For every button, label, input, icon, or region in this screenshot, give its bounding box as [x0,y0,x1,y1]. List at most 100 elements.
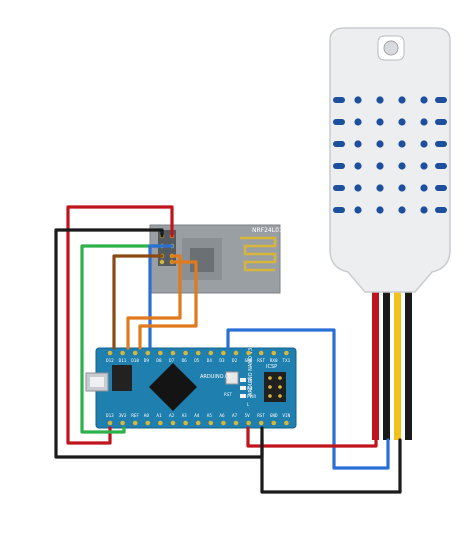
sensor-body [329,27,451,293]
reset-text: RST [224,392,232,397]
sensor-slot-right [435,185,447,191]
bottom-pin-label: VIN [282,413,290,419]
arduino-nano-board: ARDUINO.CC ARDUINO NANO V3.0 ICSP TX RX … [85,343,297,429]
usb-chip [112,365,132,391]
sensor-slot-right [435,119,447,125]
bottom-pin-label: A1 [156,413,162,419]
wire-orange-2 [138,260,198,350]
rf-chip [190,248,214,272]
wire-red-3v3 [66,205,174,445]
top-pin-label: D3 [219,358,225,364]
bottom-pin-label: 3V3 [119,413,127,419]
top-pin [158,350,163,356]
sensor-vent-dot [376,118,384,126]
sensor-vent-dot [376,140,384,148]
bottom-pin-label: A3 [182,413,188,419]
icsp-text: ICSP [266,364,277,370]
bottom-pin [195,420,201,426]
top-pin [233,350,239,356]
sensor-vent-dot [398,140,406,148]
bottom-pin-label: REF [131,413,139,419]
top-pin-label: RST [257,358,265,364]
sensor-leads [372,285,412,440]
rf-pcb-antenna [240,236,277,272]
l-text: L [247,402,250,407]
sensor-slot-left [333,185,345,191]
sensor-vent-dot [420,162,428,170]
bottom-pin [221,420,226,426]
bottom-pin [258,420,264,426]
top-pin-label: D4 [207,358,213,364]
sensor-vent-dot [398,184,406,192]
board-side-text: ARDUINO NANO V3.0 [248,343,254,396]
top-pin [246,350,251,356]
atmega-chip [148,362,198,412]
sensor-lead-yellow [394,285,401,440]
sensor-slot-left [333,163,345,169]
top-pin [132,350,138,356]
top-pin [145,350,151,356]
top-pin [183,350,188,356]
bottom-pin [183,420,188,426]
sensor-vent-dot [354,184,362,192]
wire-black-sensor [260,438,402,494]
sensor-vent-dot [376,184,384,192]
sensor-vent-dot [398,96,406,104]
bottom-pin [145,420,151,426]
top-pin-label: D9 [144,358,150,364]
board-model-text: ARDUINO.CC [200,374,232,380]
bottom-pin-label: A2 [169,413,175,419]
bottom-pin-label: A0 [144,413,150,419]
sensor-vent-dot [354,162,362,170]
sensor-lead-black [383,285,390,440]
bottom-pin [208,420,214,426]
sensor-vent-dot [376,162,384,170]
top-pin [284,350,289,356]
bottom-pin [246,420,251,426]
top-pin-label: TX1 [282,358,290,364]
top-pin [195,350,201,356]
bottom-pin-label: A5 [207,413,213,419]
wire-red-sensor [246,426,378,448]
top-pin-label: D6 [182,358,188,364]
sensor-slot-left [333,141,345,147]
tx-text: TX [246,378,252,383]
rf-module-label: NRF24L01 [252,227,283,234]
sensor-vent-dot [354,140,362,148]
top-pin-label: D2 [232,358,238,364]
bottom-pin [132,420,138,426]
sensor-vent-dot [398,118,406,126]
temperature-humidity-sensor [329,27,451,440]
top-pin-label: D8 [156,358,162,364]
sensor-slot-right [435,97,447,103]
sensor-lead-red [372,285,379,440]
top-pin [120,350,125,356]
reset-button [225,371,239,385]
sensor-lead-black-2 [405,285,412,440]
sensor-vent-dot [420,206,428,214]
top-pin [107,350,113,356]
top-pin-label: GND [245,358,253,364]
sensor-vent-dot [376,206,384,214]
sensor-slot-right [435,207,447,213]
sensor-slot-left [333,207,345,213]
sensor-vent-dot [398,206,406,214]
wire-green [80,244,164,434]
bottom-pin [107,420,113,426]
top-pin-label: D10 [131,358,139,364]
sensor-slot-left [333,97,345,103]
sensor-slot-left [333,119,345,125]
sensor-mount-hole [383,40,399,56]
top-pin-label: D5 [194,358,200,364]
top-pin [271,350,277,356]
sensor-vent-dot [420,184,428,192]
sensor-vent-dot [354,118,362,126]
bottom-pin-label: A4 [194,413,200,419]
top-pin-label: D11 [119,358,127,364]
top-pin [170,350,176,356]
bottom-pin-label: GND [270,413,278,419]
bottom-pin-label: D13 [106,413,114,419]
pwr-text: PWR [247,394,256,399]
led-rx [240,386,246,390]
